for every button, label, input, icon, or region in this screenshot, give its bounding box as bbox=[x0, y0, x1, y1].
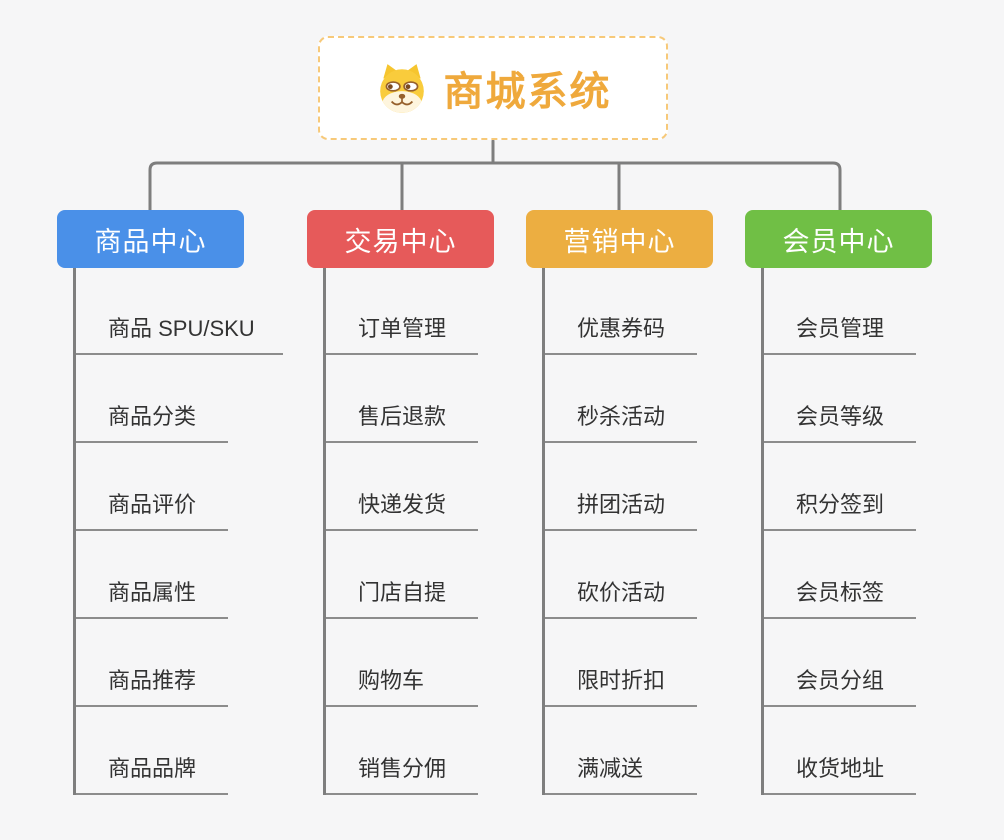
leaf-node[interactable]: 秒杀活动 bbox=[545, 355, 697, 443]
branch-marketing-center: 营销中心优惠券码秒杀活动拼团活动砍价活动限时折扣满减送 bbox=[526, 210, 786, 795]
leaf-node[interactable]: 订单管理 bbox=[326, 268, 478, 355]
root-title: 商城系统 bbox=[443, 70, 612, 114]
leaf-node[interactable]: 砍价活动 bbox=[545, 531, 697, 619]
branch-header-product-center[interactable]: 商品中心 bbox=[57, 210, 244, 268]
leaf-node[interactable]: 商品 SPU/SKU bbox=[76, 268, 283, 355]
branch-items-marketing-center: 优惠券码秒杀活动拼团活动砍价活动限时折扣满减送 bbox=[542, 268, 697, 795]
leaf-node[interactable]: 限时折扣 bbox=[545, 619, 697, 707]
dog-icon bbox=[379, 64, 424, 113]
leaf-node[interactable]: 销售分佣 bbox=[326, 707, 478, 795]
branch-bus-line bbox=[148, 161, 842, 212]
leaf-node[interactable]: 满减送 bbox=[545, 707, 697, 795]
root-node[interactable]: 商城系统 bbox=[318, 36, 668, 140]
leaf-node[interactable]: 购物车 bbox=[326, 619, 478, 707]
leaf-node[interactable]: 会员管理 bbox=[764, 268, 916, 355]
branch-header-member-center[interactable]: 会员中心 bbox=[745, 210, 932, 268]
leaf-node[interactable]: 会员标签 bbox=[764, 531, 916, 619]
leaf-node[interactable]: 会员等级 bbox=[764, 355, 916, 443]
leaf-node[interactable]: 收货地址 bbox=[764, 707, 916, 795]
leaf-node[interactable]: 会员分组 bbox=[764, 619, 916, 707]
branch-items-trade-center: 订单管理售后退款快递发货门店自提购物车销售分佣 bbox=[323, 268, 478, 795]
leaf-node[interactable]: 商品推荐 bbox=[76, 619, 228, 707]
branch-header-trade-center[interactable]: 交易中心 bbox=[307, 210, 494, 268]
leaf-node[interactable]: 商品分类 bbox=[76, 355, 228, 443]
leaf-node[interactable]: 商品品牌 bbox=[76, 707, 228, 795]
branch-trade-center: 交易中心订单管理售后退款快递发货门店自提购物车销售分佣 bbox=[307, 210, 567, 795]
branch-items-member-center: 会员管理会员等级积分签到会员标签会员分组收货地址 bbox=[761, 268, 916, 795]
leaf-node[interactable]: 积分签到 bbox=[764, 443, 916, 531]
leaf-node[interactable]: 拼团活动 bbox=[545, 443, 697, 531]
leaf-node[interactable]: 门店自提 bbox=[326, 531, 478, 619]
branch-member-center: 会员中心会员管理会员等级积分签到会员标签会员分组收货地址 bbox=[745, 210, 1004, 795]
branch-header-marketing-center[interactable]: 营销中心 bbox=[526, 210, 713, 268]
leaf-node[interactable]: 优惠券码 bbox=[545, 268, 697, 355]
leaf-node[interactable]: 商品属性 bbox=[76, 531, 228, 619]
leaf-node[interactable]: 快递发货 bbox=[326, 443, 478, 531]
leaf-node[interactable]: 售后退款 bbox=[326, 355, 478, 443]
leaf-node[interactable]: 商品评价 bbox=[76, 443, 228, 531]
